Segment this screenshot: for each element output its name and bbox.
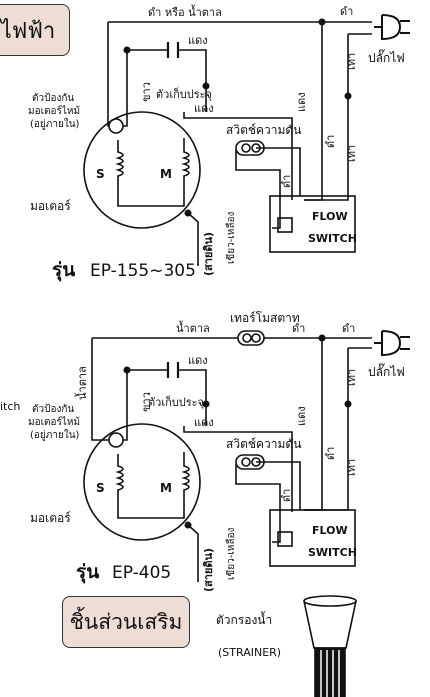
capacitor-label: ตัวเก็บประจุ bbox=[148, 395, 204, 409]
red-label-2: แดง bbox=[194, 102, 214, 115]
strainer-label-en: (STRAINER) bbox=[218, 646, 281, 659]
black-top-label: ดำ bbox=[292, 322, 305, 335]
pressure-switch-label: สวิตช์ความดัน bbox=[226, 123, 301, 137]
motor-label: มอเตอร์ bbox=[30, 511, 71, 525]
junction-dot bbox=[344, 400, 352, 408]
red-cap-label: แดง bbox=[188, 34, 208, 47]
junction-dot bbox=[123, 366, 131, 374]
red-label-2: แดง bbox=[194, 416, 214, 429]
black-vertical-label: ดำ bbox=[324, 447, 337, 460]
coil-m-label: M bbox=[160, 167, 172, 181]
diagram-1-junctions bbox=[123, 18, 352, 217]
strainer-icon bbox=[303, 595, 357, 697]
plug-icon bbox=[373, 14, 411, 40]
protector-label-1: ตัวป้องกัน bbox=[32, 92, 74, 104]
coil-s-label: S bbox=[96, 167, 105, 181]
flow-switch-label-2: SWITCH bbox=[308, 546, 357, 559]
accessories-title-box: ชิ้นส่วนเสริม bbox=[62, 596, 190, 648]
strainer-label-th: ตัวกรองน้ำ bbox=[216, 611, 272, 627]
ground-label: (สายดิน) bbox=[202, 232, 215, 276]
capacitor-label: ตัวเก็บประจุ bbox=[156, 87, 212, 101]
red-cap-label: แดง bbox=[188, 354, 208, 367]
junction-dot bbox=[344, 92, 352, 100]
junction-dot bbox=[202, 400, 210, 408]
junction-dot bbox=[318, 334, 326, 342]
model-label: EP-155~305 bbox=[90, 261, 196, 281]
junction-dot bbox=[184, 521, 192, 529]
flow-switch-label-1: FLOW bbox=[312, 210, 348, 223]
green-yellow-label: เขียว-เหลือง bbox=[225, 212, 237, 264]
brown-label: น้ำตาล bbox=[176, 320, 210, 335]
protector-label-2: มอเตอร์ไหม้ bbox=[28, 105, 80, 117]
model-prefix: รุ่น bbox=[52, 259, 75, 282]
coil-m-label: M bbox=[160, 481, 172, 495]
white-label: ขาว bbox=[140, 392, 153, 412]
model-prefix: รุ่น bbox=[76, 561, 99, 584]
red-vertical-label: แดง bbox=[295, 92, 308, 112]
protector-label-3: (อยู่ภายใน) bbox=[30, 118, 80, 130]
junction-dot bbox=[184, 209, 192, 217]
white-label: ขาว bbox=[140, 82, 153, 102]
section-tag-label: ไฟฟ้า bbox=[0, 18, 56, 44]
diagram-2-junctions bbox=[123, 334, 352, 529]
brown-vertical-label: น้ำตาล bbox=[74, 366, 89, 400]
green-yellow-label: เขียว-เหลือง bbox=[225, 528, 237, 580]
black-top-label: ดำ bbox=[340, 5, 353, 18]
model-label: EP-405 bbox=[112, 563, 171, 583]
junction-dot bbox=[202, 82, 210, 90]
protector-label-3: (อยู่ภายใน) bbox=[30, 429, 80, 441]
ground-label: (สายดิน) bbox=[202, 548, 215, 592]
section-tag-electric: ไฟฟ้า bbox=[0, 4, 70, 56]
black-top-label-2: ดำ bbox=[342, 322, 355, 335]
diagram-1 bbox=[83, 21, 372, 266]
gray-vertical-label: เทา bbox=[345, 459, 358, 476]
cut-off-text: itch bbox=[0, 400, 20, 413]
top-wire-label: ดำ หรือ น้ำตาล bbox=[148, 4, 222, 19]
plug-label: ปลั๊กไฟ bbox=[368, 49, 405, 65]
flow-switch-label-1: FLOW bbox=[312, 524, 348, 537]
flow-switch-label-2: SWITCH bbox=[308, 232, 357, 245]
protector-label-2: มอเตอร์ไหม้ bbox=[28, 416, 80, 428]
coil-s-label: S bbox=[96, 481, 105, 495]
black-small-label: ดำ bbox=[280, 175, 293, 188]
plug-label: ปลั๊กไฟ bbox=[368, 363, 405, 379]
black-small-label: ดำ bbox=[280, 489, 293, 502]
gray-right-label: เทา bbox=[345, 53, 358, 70]
gray-vertical-label: เทา bbox=[345, 145, 358, 162]
protector-label-1: ตัวป้องกัน bbox=[32, 403, 74, 415]
red-vertical-label: แดง bbox=[295, 406, 308, 426]
junction-dot bbox=[318, 18, 326, 26]
accessories-title: ชิ้นส่วนเสริม bbox=[69, 609, 183, 634]
pressure-switch-label: สวิตช์ความดัน bbox=[226, 437, 301, 451]
thermostat-label: เทอร์โมสตาท bbox=[230, 311, 300, 325]
black-vertical-label: ดำ bbox=[324, 135, 337, 148]
gray-right-label: เทา bbox=[345, 369, 358, 386]
junction-dot bbox=[123, 46, 131, 54]
plug-icon bbox=[373, 330, 411, 356]
motor-label: มอเตอร์ bbox=[30, 199, 71, 213]
